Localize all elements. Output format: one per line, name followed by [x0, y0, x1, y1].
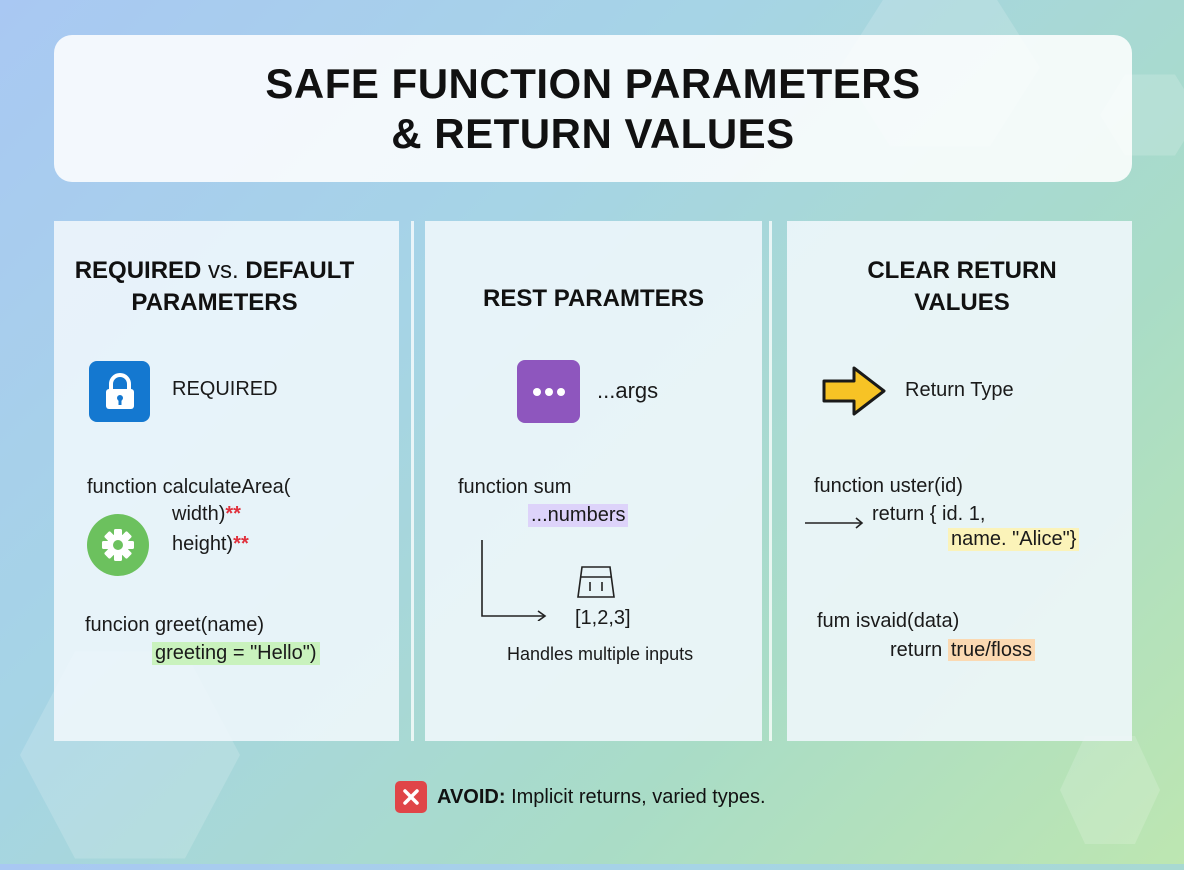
heading-default: DEFAULT [245, 257, 355, 284]
args-label: ...args [597, 378, 659, 403]
code-return-object: return { id. 1, [872, 503, 986, 525]
array-value: [1,2,3] [575, 607, 631, 629]
panel-divider [411, 221, 414, 741]
panel-clear-return: CLEAR RETURN VALUES Return Type function… [787, 221, 1132, 741]
code-calculate-area: function calculateArea( [87, 476, 291, 498]
return-arrow [805, 517, 864, 529]
panel-required-default: REQUIRED vs. DEFAULT PARAMETERS REQUIRED… [54, 221, 399, 741]
array-stack-icon [577, 566, 615, 598]
ellipsis-icon [517, 360, 580, 423]
decor-hexagon [1060, 736, 1160, 844]
required-marker: ** [233, 533, 249, 555]
heading-vs: vs. [201, 257, 246, 284]
avoid-label: AVOID: [437, 785, 506, 808]
code-width-text: width) [172, 503, 226, 525]
code-height-text: height) [172, 533, 234, 555]
heading-required: REQUIRED [74, 257, 202, 284]
panel-heading: CLEAR RETURN VALUES [787, 255, 1137, 319]
heading-parameters: PARAMETERS [131, 289, 298, 316]
code-return-keyword: return [890, 639, 948, 661]
code-user: function uster(id) [814, 475, 963, 497]
code-height: height)** [172, 533, 249, 556]
code-greeting-default: greeting = "Hello") [152, 642, 320, 665]
close-icon [395, 781, 427, 813]
code-width: width)** [172, 503, 241, 526]
code-return-name: name. "Alice"} [948, 528, 1080, 551]
heading-clear-return: CLEAR RETURN [867, 257, 1057, 284]
panel-divider [769, 221, 772, 741]
code-return-bool: return true/floss [890, 639, 1035, 662]
avoid-note: AVOID: Implicit returns, varied types. [395, 781, 766, 813]
code-bool-value: true/floss [947, 639, 1035, 661]
code-greet: funcion greet(name) [85, 614, 264, 636]
rest-caption: Handles multiple inputs [507, 644, 694, 664]
title-line-2: & RETURN VALUES [391, 109, 795, 157]
code-isvalid: fum isvaid(data) [817, 610, 960, 632]
title-card: SAFE FUNCTION PARAMETERS & RETURN VALUES [54, 35, 1132, 182]
return-type-label: Return Type [905, 379, 1014, 401]
avoid-description: Implicit returns, varied types. [505, 785, 766, 808]
heading-values: VALUES [914, 289, 1010, 316]
code-sum: function sum [458, 476, 572, 498]
flow-arrow [481, 540, 547, 621]
gear-icon [87, 514, 149, 576]
right-arrow-icon [822, 366, 886, 416]
code-rest-numbers: ...numbers [528, 504, 629, 527]
panel-heading: REQUIRED vs. DEFAULT PARAMETERS [54, 255, 375, 319]
panel-rest-parameters: REST PARAMTERS ...args function sum ...n… [425, 221, 762, 741]
required-label: REQUIRED [172, 378, 278, 400]
required-marker: ** [225, 503, 241, 525]
panel-heading: REST PARAMTERS [483, 285, 704, 312]
avoid-text: AVOID: Implicit returns, varied types. [437, 786, 766, 809]
lock-icon [89, 361, 150, 422]
title-line-1: SAFE FUNCTION PARAMETERS [265, 59, 921, 107]
